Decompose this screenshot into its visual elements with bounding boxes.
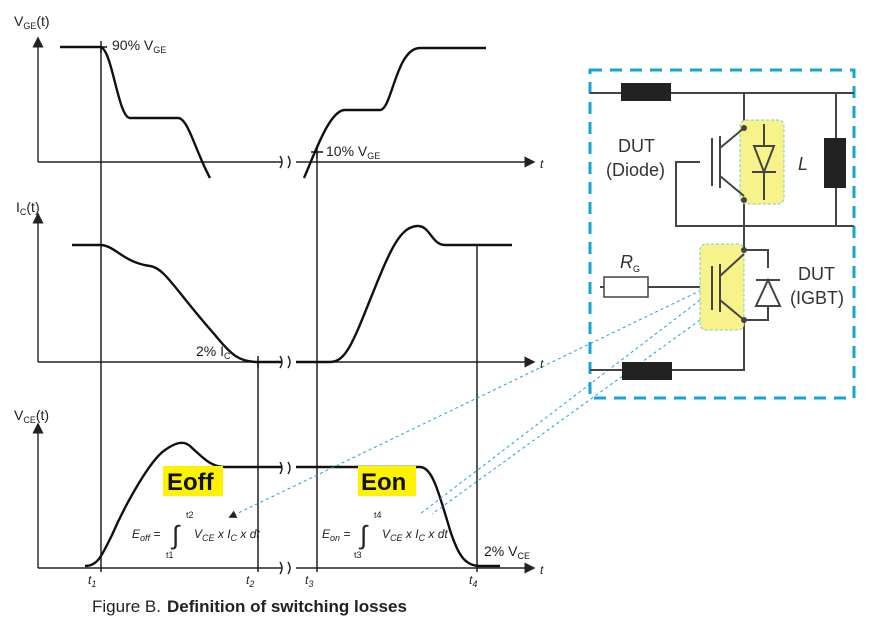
vge-90-annotation: 90% VGE <box>112 37 166 55</box>
svg-text:VCE x IC x dt: VCE x IC x dt <box>194 527 260 543</box>
gate-resistor <box>603 276 649 298</box>
vce-axis-break <box>279 561 291 575</box>
diode-igbt-symbol <box>711 127 745 197</box>
vge-10-annotation: 10% VGE <box>326 143 380 161</box>
dut-igbt-label-1: DUT <box>798 264 835 284</box>
ic-t-label: t <box>540 357 544 371</box>
eoff-lower-limit: t1 <box>166 550 174 560</box>
dut-diode-label-2: (Diode) <box>606 160 665 180</box>
eoff-formula: Eoff = ∫ t2 t1 VCE x IC x dt <box>132 510 260 560</box>
bottom-resistor <box>622 362 672 380</box>
eon-integral-sign: ∫ <box>358 520 369 550</box>
vge-axis-break <box>279 155 291 169</box>
eon-upper-limit: t4 <box>374 510 382 520</box>
figure-caption: Figure B.Definition of switching losses <box>92 597 407 616</box>
vce-2pct-annotation: 2% VCE <box>484 543 530 561</box>
eon-pointer <box>419 299 701 515</box>
eoff-integral-sign: ∫ <box>170 520 181 550</box>
eoff-upper-limit: t2 <box>186 510 194 520</box>
test-circuit: DUT (Diode) DUT (IGBT) L RG <box>588 68 856 400</box>
ic-falling-waveform <box>72 243 282 364</box>
svg-text:Eon =: Eon = <box>322 527 350 543</box>
vge-falling-waveform <box>60 45 212 179</box>
tick-t4: t4 <box>469 573 477 589</box>
tick-t1: t1 <box>88 573 96 589</box>
vge-axis-label: VGE(t) <box>14 13 50 31</box>
vce-falling-waveform <box>296 465 500 568</box>
eon-pointer-2 <box>431 319 701 515</box>
eon-label: Eon <box>361 469 406 496</box>
svg-text:VCE x IC x dt: VCE x IC x dt <box>382 527 448 543</box>
igbt-highlight <box>699 243 745 331</box>
circuit-dashed-frame <box>588 68 856 400</box>
inductor-label: L <box>798 154 808 174</box>
dut-diode-label-1: DUT <box>618 136 655 156</box>
time-markers: t1 t2 t3 t4 <box>88 47 478 589</box>
eoff-label: Eoff <box>167 469 215 496</box>
eon-lower-limit: t3 <box>354 550 362 560</box>
ic-rising-waveform <box>296 224 512 364</box>
eoff-pointer <box>228 284 713 518</box>
ic-panel: IC(t) t 2% IC <box>16 199 544 371</box>
eon-formula: Eon = ∫ t4 t3 VCE x IC x dt <box>322 510 448 560</box>
rg-label: RG <box>620 252 640 274</box>
ic-2pct-annotation: 2% IC <box>196 343 231 361</box>
top-resistor <box>621 83 671 101</box>
vge-t-label: t <box>540 157 544 171</box>
ic-axis-label: IC(t) <box>16 199 40 217</box>
pointer-lines <box>228 284 713 518</box>
freewheel-diode-symbol <box>754 277 782 307</box>
tick-t3: t3 <box>305 573 313 589</box>
vce-axis-label: VCE(t) <box>14 407 49 425</box>
eoff-highlight <box>163 466 223 496</box>
tick-t2: t2 <box>246 573 254 589</box>
vce-panel: VCE(t) t 2% VCE Eoff Eon Eoff = ∫ t2 t1 … <box>14 407 544 577</box>
diode-highlight <box>739 119 785 205</box>
dut-igbt-label-2: (IGBT) <box>790 288 844 308</box>
eon-highlight <box>358 466 416 496</box>
inductor-block <box>824 138 846 188</box>
igbt-symbol <box>711 253 745 321</box>
vce-t-label: t <box>540 563 544 577</box>
svg-text:Eoff =: Eoff = <box>132 527 160 543</box>
vge-panel: VGE(t) t 90% VGE 10% VGE <box>14 13 544 179</box>
vce-rising-waveform <box>84 441 282 568</box>
circuit-wires <box>590 92 854 371</box>
